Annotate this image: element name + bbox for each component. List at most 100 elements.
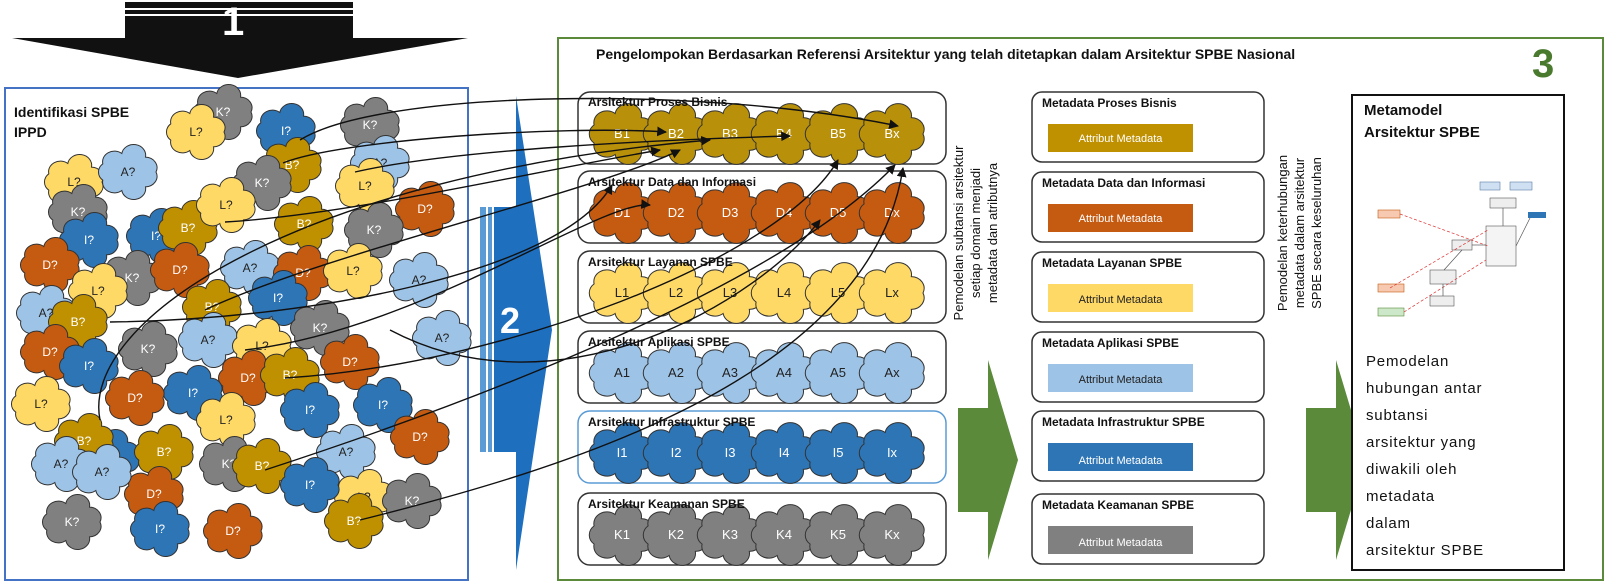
arch-item-k1: K1 — [588, 504, 655, 566]
unknown-cloud-label: B? — [77, 434, 92, 448]
green-arrow-1 — [958, 360, 1018, 560]
arch-item-l1-label: L1 — [615, 285, 629, 300]
attribut-metadata-swatch — [1048, 443, 1193, 471]
arch-item-i3-label: I3 — [725, 445, 736, 460]
unknown-cloud: I? — [279, 457, 340, 513]
unknown-cloud-label: L? — [91, 284, 105, 298]
unknown-cloud-label: L? — [219, 198, 233, 212]
arch-item-a4-label: A4 — [776, 365, 792, 380]
arch-item-k2: K2 — [642, 504, 709, 566]
unknown-cloud-label: K? — [65, 515, 80, 529]
arch-item-d3: D3 — [696, 182, 763, 244]
arch-item-a2-label: A2 — [668, 365, 684, 380]
arch-item-i3: I3 — [696, 422, 763, 484]
arch-item-k2-label: K2 — [668, 527, 684, 542]
unknown-cloud: A? — [411, 310, 472, 366]
arch-item-dx-label: Dx — [884, 205, 900, 220]
unknown-cloud-label: K? — [71, 205, 86, 219]
arch-item-b1-label: B1 — [614, 126, 630, 141]
arch-item-lx-label: Lx — [885, 285, 899, 300]
unknown-cloud: L? — [322, 243, 383, 299]
arch-item-b2-label: B2 — [668, 126, 684, 141]
unknown-cloud-label: D? — [417, 202, 433, 216]
arch-item-d3-label: D3 — [722, 205, 739, 220]
arch-item-kx-label: Kx — [884, 527, 900, 542]
unknown-cloud-label: D? — [295, 266, 311, 280]
metamodel-thumbnail — [1370, 180, 1550, 320]
unknown-cloud: L? — [195, 392, 256, 448]
unknown-cloud-label: K? — [363, 118, 378, 132]
unknown-cloud-label: B? — [181, 221, 196, 235]
unknown-cloud: L? — [10, 376, 71, 432]
unknown-cloud-label: A? — [54, 457, 69, 471]
unknown-cloud-label: B? — [297, 217, 312, 231]
arch-item-b4-label: B4 — [776, 126, 792, 141]
arch-item-a3: A3 — [696, 342, 763, 404]
unknown-cloud-label: I? — [305, 478, 315, 492]
attribut-metadata-swatch — [1048, 364, 1193, 392]
arch-item-l1: L1 — [588, 262, 655, 324]
attribut-metadata-swatch — [1048, 124, 1193, 152]
attribut-metadata-swatch — [1048, 204, 1193, 232]
unknown-cloud-label: D? — [42, 345, 58, 359]
unknown-cloud-label: I? — [151, 229, 161, 243]
unknown-cloud-label: D? — [127, 391, 143, 405]
unknown-cloud-label: L? — [189, 125, 203, 139]
unknown-cloud-label: B? — [255, 459, 270, 473]
unknown-cloud: K? — [41, 494, 102, 550]
unknown-cloud-label: A? — [243, 261, 258, 275]
unknown-cloud-label: I? — [188, 386, 198, 400]
arch-item-ix-label: Ix — [887, 445, 898, 460]
unknown-cloud-label: A? — [121, 165, 136, 179]
arch-item-ax: Ax — [858, 342, 925, 404]
arch-item-a2: A2 — [642, 342, 709, 404]
unknown-cloud-label: K? — [255, 176, 270, 190]
arch-item-k5-label: K5 — [830, 527, 846, 542]
unknown-cloud: D? — [202, 503, 263, 559]
arch-item-i1-label: I1 — [617, 445, 628, 460]
unknown-cloud: A? — [97, 144, 158, 200]
arch-item-d2-label: D2 — [668, 205, 685, 220]
unknown-cloud-label: D? — [240, 371, 256, 385]
arch-item-l4: L4 — [750, 262, 817, 324]
arch-item-i4-label: I4 — [779, 445, 790, 460]
unknown-cloud: L? — [195, 177, 256, 233]
arch-item-i5-label: I5 — [833, 445, 844, 460]
arch-item-i2: I2 — [642, 422, 709, 484]
arch-item-a5-label: A5 — [830, 365, 846, 380]
unknown-cloud-label: A? — [201, 333, 216, 347]
unknown-cloud-label: K? — [125, 271, 140, 285]
arch-item-a3-label: A3 — [722, 365, 738, 380]
unknown-cloud-label: A? — [435, 331, 450, 345]
unknown-cloud: A? — [71, 444, 132, 500]
unknown-cloud-label: I? — [84, 359, 94, 373]
unknown-cloud: B? — [133, 424, 194, 480]
unknown-cloud-label: K? — [405, 494, 420, 508]
unknown-cloud-label: L? — [358, 179, 372, 193]
arch-item-ax-label: Ax — [884, 365, 900, 380]
unknown-cloud-label: B? — [157, 445, 172, 459]
unknown-cloud: D? — [104, 370, 165, 426]
arch-item-k5: K5 — [804, 504, 871, 566]
unknown-cloud-label: D? — [225, 524, 241, 538]
step-2-arrow — [480, 96, 552, 570]
unknown-cloud: I? — [129, 501, 190, 557]
unknown-cloud: B? — [273, 196, 334, 252]
unknown-cloud-label: B? — [347, 514, 362, 528]
arch-item-a1: A1 — [588, 342, 655, 404]
arch-item-i4: I4 — [750, 422, 817, 484]
unknown-cloud-label: D? — [172, 263, 188, 277]
step-1-arrow — [12, 2, 468, 78]
unknown-cloud-label: K? — [367, 223, 382, 237]
unknown-cloud-label: A? — [95, 465, 110, 479]
unknown-cloud-label: I? — [155, 522, 165, 536]
arch-item-lx: Lx — [858, 262, 925, 324]
arch-item-k3-label: K3 — [722, 527, 738, 542]
unknown-cloud: B? — [323, 493, 384, 549]
arch-item-i1: I1 — [588, 422, 655, 484]
unknown-cloud-label: D? — [412, 430, 428, 444]
arch-item-l2-label: L2 — [669, 285, 683, 300]
arch-item-b5: B5 — [804, 103, 871, 165]
unknown-cloud-label: I? — [281, 124, 291, 138]
